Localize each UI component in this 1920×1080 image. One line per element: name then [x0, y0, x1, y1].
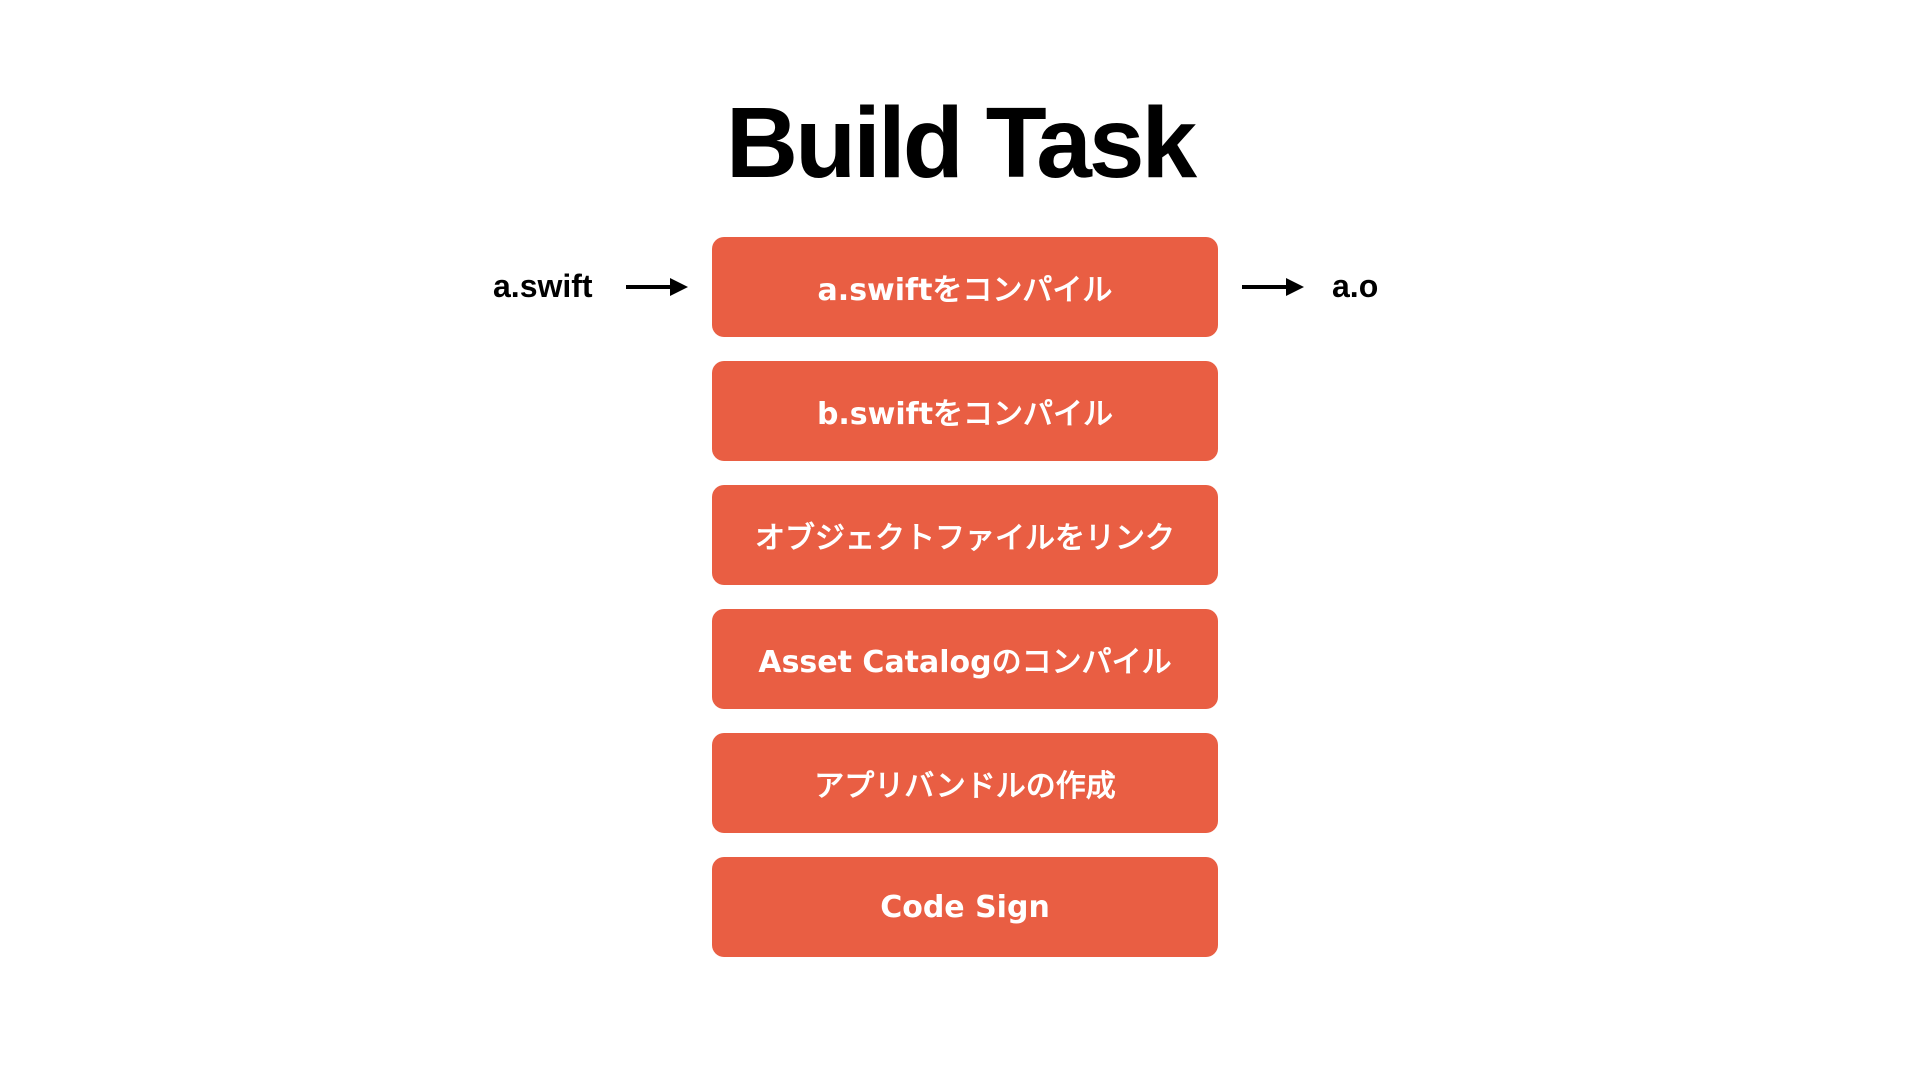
task-compile-asset-catalog: Asset Catalogのコンパイル: [712, 609, 1218, 709]
task-compile-b-swift: b.swiftをコンパイル: [712, 361, 1218, 461]
arrow-right-icon: [626, 278, 688, 296]
arrow-right-icon: [1242, 278, 1304, 296]
task-code-sign: Code Sign: [712, 857, 1218, 957]
output-file-label: a.o: [1332, 268, 1379, 304]
task-link-object-files: オブジェクトファイルをリンク: [712, 485, 1218, 585]
slide-title: Build Task: [725, 87, 1197, 199]
input-file-label: a.swift: [493, 268, 593, 304]
task-create-app-bundle: アプリバンドルの作成: [712, 733, 1218, 833]
task-compile-a-swift: a.swiftをコンパイル: [712, 237, 1218, 337]
